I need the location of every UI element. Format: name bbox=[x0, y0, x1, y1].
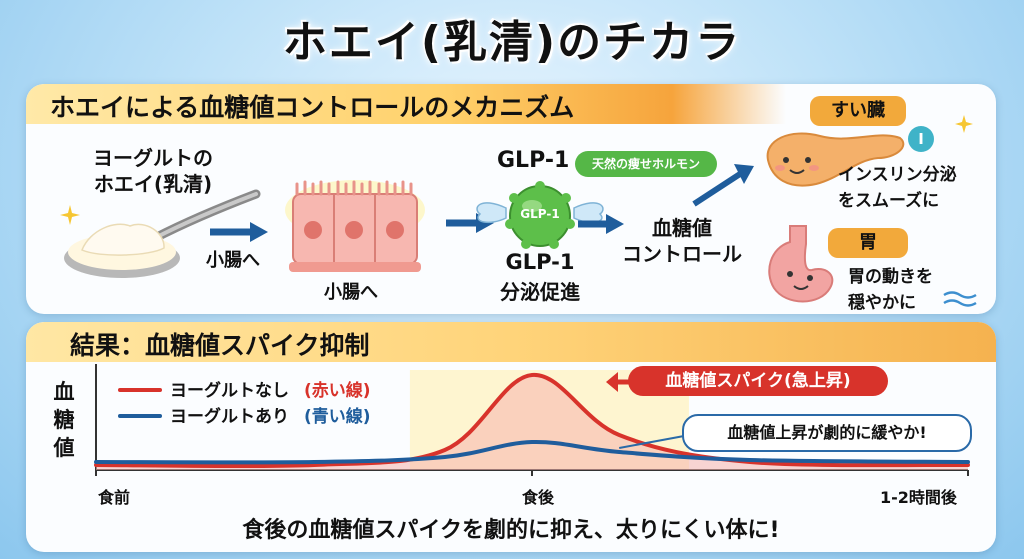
stomach-tag: 胃 bbox=[828, 228, 908, 258]
y-axis-label-text: 血 糖 値 bbox=[53, 380, 75, 460]
x-tick-label: 食後 bbox=[521, 488, 554, 507]
glp1-header: GLP-1 bbox=[497, 148, 570, 173]
insulin-badge-text: I bbox=[918, 130, 924, 148]
legend-red-name: ヨーグルトなし bbox=[170, 381, 289, 401]
x-tick-label: 食前 bbox=[98, 488, 131, 507]
footer-message: 食後の血糖値スパイクを劇的に抑え、太りにくい体に! bbox=[242, 518, 780, 543]
legend-blue-name: ヨーグルトあり bbox=[170, 407, 289, 427]
glp1-cell-icon bbox=[476, 181, 604, 249]
arrow-to-pancreas bbox=[692, 164, 754, 207]
legend-red-line bbox=[118, 388, 162, 392]
gradual-rise-callout: 血糖値上昇が劇的に緩やか! bbox=[682, 414, 972, 452]
arrow-small-intestine-label: 小腸へ bbox=[206, 250, 260, 271]
callout-pointer bbox=[619, 435, 685, 449]
stomach-line1: 胃の動きを bbox=[848, 267, 933, 287]
natural-hormone-pill: 天然の痩せホルモン bbox=[575, 151, 717, 177]
glp1-caption-line2: 分泌促進 bbox=[500, 280, 580, 304]
sparkle-icon bbox=[955, 115, 973, 133]
arrow-to-control bbox=[578, 214, 624, 234]
legend-red-suffix: (赤い線) bbox=[304, 381, 371, 401]
stomach-icon bbox=[768, 225, 834, 303]
sparkle-icon bbox=[60, 205, 80, 225]
legend-blue-line bbox=[118, 414, 162, 418]
mechanism-heading: ホエイによる血糖値コントロールのメカニズム bbox=[50, 93, 575, 122]
result-banner bbox=[26, 322, 996, 362]
result-heading: 結果：血糖値スパイク抑制 bbox=[70, 331, 370, 360]
intestine-caption: 小腸へ bbox=[324, 282, 378, 303]
yogurt-label: ヨーグルトの ホエイ(乳清) bbox=[78, 145, 228, 197]
yogurt-label-text: ヨーグルトの ホエイ(乳清) bbox=[93, 146, 213, 196]
pancreas-icon bbox=[766, 132, 905, 187]
series-line-with-yogurt bbox=[94, 439, 970, 465]
y-axis-label: 血 糖 値 bbox=[44, 378, 84, 462]
mechanism-banner bbox=[26, 84, 786, 124]
pancreas-line2: をスムーズに bbox=[838, 191, 940, 211]
intestine-cells-illustration bbox=[285, 180, 425, 272]
spike-label: 血糖値スパイク(急上昇) bbox=[628, 366, 888, 396]
arrow-to-intestine bbox=[210, 222, 268, 242]
glucose-control-line1: 血糖値 bbox=[652, 216, 712, 240]
glp1-cell-text: GLP-1 bbox=[520, 207, 560, 221]
series-line-no-yogurt bbox=[94, 372, 970, 469]
x-tick-label: 1-2時間後 bbox=[880, 488, 957, 507]
glucose-control-line2: コントロール bbox=[622, 242, 742, 266]
glp1-caption-line1: GLP-1 bbox=[505, 250, 575, 274]
page-title: ホエイ(乳清)のチカラ bbox=[282, 17, 742, 68]
stomach-line2: 穏やかに bbox=[848, 293, 916, 313]
pancreas-tag: すい臓 bbox=[810, 96, 906, 126]
wave-icon bbox=[943, 291, 977, 307]
spike-area bbox=[96, 374, 968, 470]
legend-blue-suffix: (青い線) bbox=[304, 407, 371, 427]
spoon-icon bbox=[64, 189, 261, 278]
pancreas-line1: インスリン分泌 bbox=[838, 165, 957, 185]
spike-arrow bbox=[606, 372, 634, 392]
insulin-badge: I bbox=[908, 126, 934, 152]
